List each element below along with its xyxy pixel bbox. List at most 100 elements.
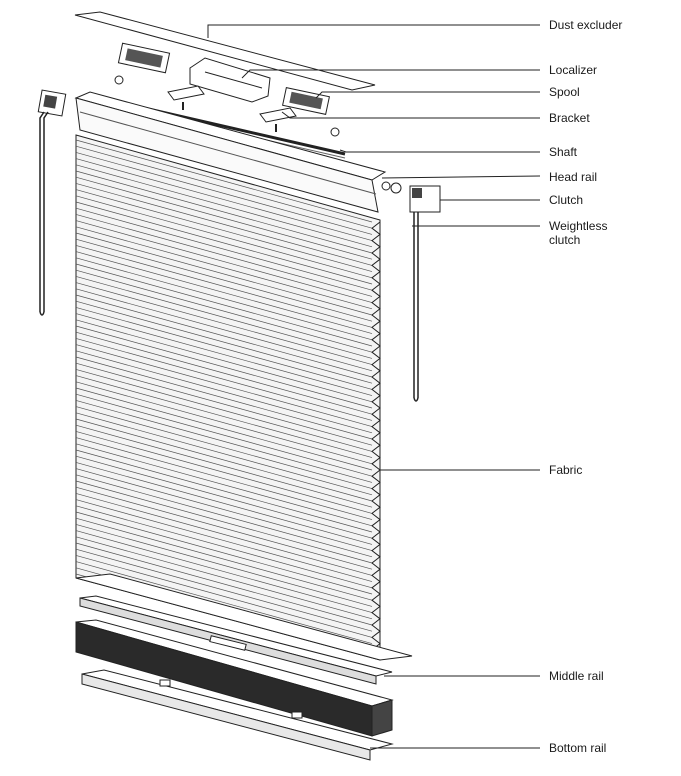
fabric-pleat (75, 170, 373, 254)
fabric-pleat (75, 269, 373, 353)
fabric-pleat (75, 338, 373, 421)
fabric-pleat (75, 561, 373, 644)
leader-dust-excluder (207, 24, 540, 38)
fabric-pleat (75, 344, 373, 427)
fabric-pleat (75, 325, 373, 409)
fabric-pleat (75, 555, 373, 638)
leader-head-rail (381, 175, 541, 179)
fabric-pleat (75, 517, 373, 601)
label-bracket: Bracket (549, 111, 590, 125)
fabric-pleat (75, 542, 373, 626)
fabric-pleat (75, 474, 373, 558)
fabric-pleat (75, 356, 373, 440)
fabric-pleat (75, 524, 373, 607)
fabric-pleat (75, 313, 373, 396)
spool-right (282, 87, 330, 115)
fabric (75, 134, 413, 661)
label-middle-rail: Middle rail (549, 669, 604, 683)
fabric-pleat (75, 176, 373, 260)
fabric-pleat (75, 468, 373, 551)
fabric-pleat (75, 214, 373, 297)
fabric-pleat (75, 276, 373, 359)
fabric-pleat (75, 263, 373, 347)
fabric-pleat (75, 158, 373, 241)
fabric-pleat (75, 251, 373, 334)
spool-left (117, 42, 171, 74)
label-clutch: Clutch (549, 193, 584, 207)
fabric-pleat (75, 400, 373, 483)
fabric-pleat (75, 189, 373, 272)
leader-shaft (339, 149, 540, 153)
right-clutch (381, 181, 441, 402)
leader-spool (315, 91, 540, 99)
head-rail (74, 91, 387, 213)
fabric-pleat (75, 195, 373, 279)
label-head-rail: Head rail (549, 170, 598, 184)
label-spool: Spool (549, 85, 580, 99)
small-part (330, 127, 340, 137)
fabric-pleat (75, 350, 373, 434)
fabric-pleat (75, 449, 373, 533)
middle-fabric-block (75, 619, 394, 737)
fabric-pleat (75, 418, 373, 502)
middle-rail (79, 595, 393, 685)
localizer (189, 57, 271, 103)
fabric-pleat (75, 387, 373, 471)
fabric-pleat (75, 437, 373, 520)
fabric-pleat (75, 536, 373, 620)
fabric-pleat (75, 462, 373, 545)
fabric-pleat (75, 331, 373, 415)
fabric-pleat (75, 480, 373, 564)
fabric-pleat (75, 152, 373, 235)
fabric-pleat (75, 282, 373, 365)
fabric-pleat (75, 505, 373, 589)
leader-lines (207, 24, 541, 749)
fabric-pleat (75, 424, 373, 508)
fabric-pleat (75, 375, 373, 458)
fabric-pleat (75, 145, 373, 229)
fabric-pleat (75, 530, 373, 613)
fabric-pleat (75, 443, 373, 527)
bracket-right (259, 107, 297, 132)
fabric-pleat (75, 139, 373, 223)
fabric-pleat (75, 238, 373, 322)
left-cord-clutch (37, 89, 67, 316)
fabric-pleat (75, 548, 373, 632)
label-dust-excluder: Dust excluder (549, 18, 623, 32)
fabric-pleat (75, 257, 373, 341)
fabric-pleat (75, 381, 373, 465)
label-fabric: Fabric (549, 463, 583, 477)
fabric-pleat (75, 207, 373, 291)
fabric-pleat (75, 226, 373, 310)
fabric-pleat (75, 183, 373, 266)
leader-bracket (281, 111, 540, 119)
fabric-pleat (75, 412, 373, 496)
fabric-pleat (75, 294, 373, 378)
label-weightless-clutch: Weightless clutch (549, 219, 608, 247)
label-bottom-rail: Bottom rail (549, 741, 607, 755)
leader-localizer (241, 69, 540, 79)
fabric-pleat (75, 300, 373, 384)
fabric-pleat (75, 493, 373, 576)
fabric-pleat (75, 307, 373, 390)
fabric-pleat (75, 362, 373, 446)
small-part (114, 75, 124, 85)
fabric-pleat (75, 220, 373, 303)
bottom-rail (81, 669, 394, 761)
bracket-left (167, 85, 205, 110)
fabric-pleat (75, 486, 373, 570)
label-localizer: Localizer (549, 63, 598, 77)
fabric-pleat (75, 431, 373, 514)
fabric-pleat (75, 288, 373, 372)
fabric-pleat (75, 369, 373, 452)
fabric-pleat (75, 232, 373, 316)
fabric-pleat (75, 164, 373, 248)
fabric-pleat (75, 201, 373, 285)
fabric-pleat (75, 245, 373, 328)
fabric-pleat (75, 499, 373, 582)
fabric-pleat (75, 455, 373, 539)
label-shaft: Shaft (549, 145, 578, 159)
fabric-pleat (75, 406, 373, 489)
fabric-pleat (75, 511, 373, 595)
